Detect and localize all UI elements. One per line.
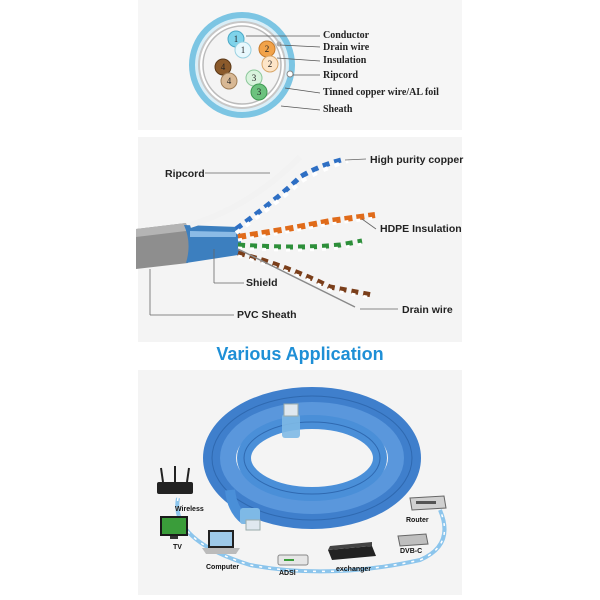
label-adsl: ADSl bbox=[279, 570, 296, 577]
label-wireless: Wireless bbox=[175, 506, 204, 513]
rj45-connector-top bbox=[282, 403, 300, 438]
modem-icon bbox=[277, 554, 309, 566]
flat-cable-coil bbox=[203, 387, 421, 529]
switch-icon bbox=[328, 542, 376, 560]
ripcord-dot bbox=[286, 70, 294, 78]
label-computer: Computer bbox=[206, 564, 240, 571]
conductor-3b bbox=[250, 83, 268, 101]
label-insulation: Insulation bbox=[323, 55, 367, 66]
pair-number-2a: 2 bbox=[265, 44, 270, 54]
label-high-purity-copper: High purity copper bbox=[370, 154, 464, 166]
blue-pair bbox=[234, 156, 346, 232]
drain-wire-line bbox=[237, 248, 356, 308]
conductor-pairs bbox=[214, 30, 279, 101]
pair-number-3a: 3 bbox=[252, 73, 257, 83]
conductor-2b bbox=[261, 55, 279, 73]
rj45-connector-bottom bbox=[240, 508, 261, 531]
shield-foil bbox=[184, 225, 241, 263]
pair-number-3b: 3 bbox=[257, 87, 262, 97]
label-dvbc: DVB-C bbox=[400, 548, 423, 555]
orange-pair bbox=[237, 212, 376, 240]
label-router: Router bbox=[406, 517, 429, 524]
settop-box-icon bbox=[397, 533, 429, 547]
pair-number-4b: 4 bbox=[227, 76, 232, 86]
label-ripcord: Ripcord bbox=[323, 70, 358, 81]
ripcord-thread bbox=[189, 154, 303, 228]
label-tv: TV bbox=[173, 544, 182, 551]
label-conductor: Conductor bbox=[323, 30, 370, 41]
brown-pair bbox=[237, 250, 373, 298]
application-diagram bbox=[157, 387, 447, 574]
label-pvc-sheath: PVC Sheath bbox=[237, 309, 297, 321]
tv-icon bbox=[160, 516, 188, 539]
pair-number-1b: 1 bbox=[241, 45, 246, 55]
application-title: Various Application bbox=[216, 344, 384, 364]
label-exchanger: exchanger bbox=[336, 566, 372, 573]
label-ripcord-2: Ripcord bbox=[165, 168, 205, 180]
label-sheath: Sheath bbox=[323, 104, 353, 115]
cable-structure-diagram bbox=[136, 154, 398, 316]
label-shield: Shield bbox=[246, 277, 278, 289]
label-drain-wire: Drain wire bbox=[323, 42, 370, 53]
conductor-1b bbox=[234, 41, 252, 59]
pair-number-2b: 2 bbox=[268, 59, 273, 69]
label-drain-wire-2: Drain wire bbox=[402, 304, 453, 316]
network-arc bbox=[175, 497, 447, 574]
rack-router-icon bbox=[409, 495, 447, 511]
cross-section-diagram: 1 1 2 2 3 3 4 4 bbox=[189, 12, 321, 118]
label-hdpe-insulation: HDPE Insulation bbox=[380, 223, 462, 235]
laptop-icon bbox=[202, 530, 240, 554]
conductor-4b bbox=[220, 72, 238, 90]
label-tinned-copper: Tinned copper wire/AL foil bbox=[323, 87, 439, 98]
router-icon bbox=[157, 466, 193, 494]
green-pair bbox=[237, 238, 363, 250]
pair-number-4a: 4 bbox=[221, 62, 226, 72]
pair-number-1a: 1 bbox=[234, 34, 239, 44]
drain-wire-dot bbox=[276, 41, 282, 47]
